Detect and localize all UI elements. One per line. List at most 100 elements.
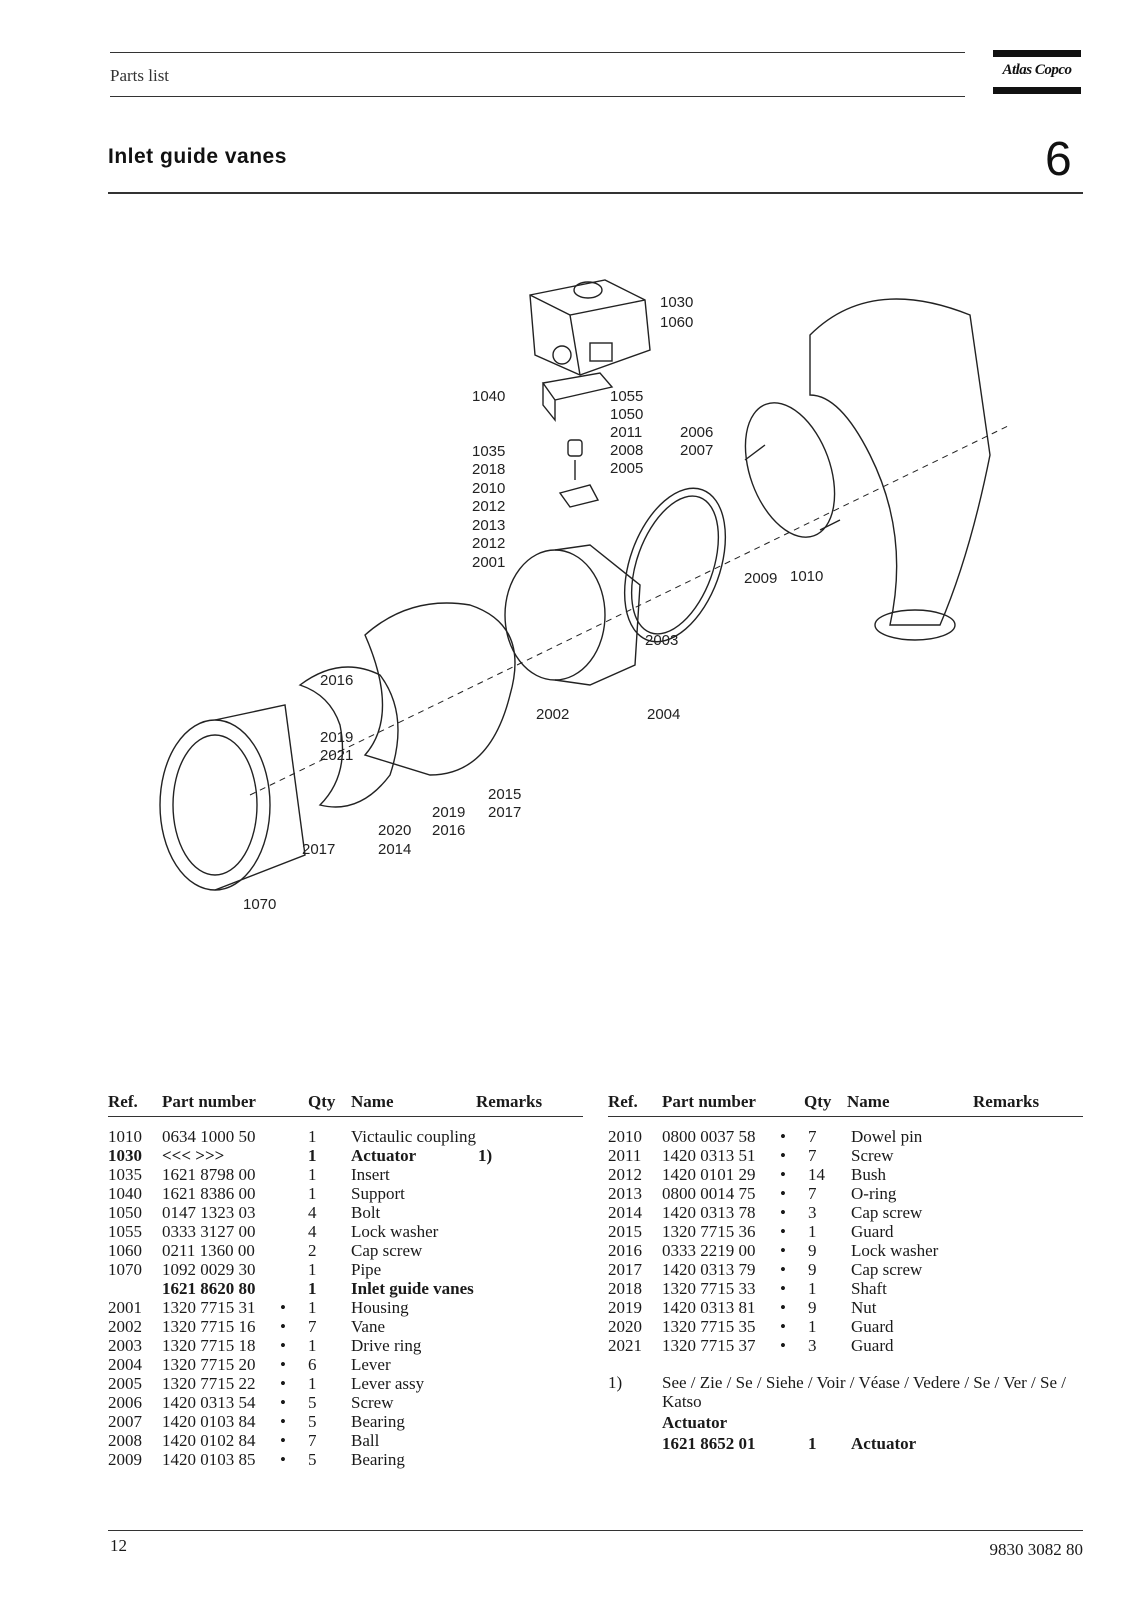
cell-qty: 6 bbox=[308, 1355, 317, 1374]
cell-name: Dowel pin bbox=[851, 1127, 923, 1146]
cell-qty: 7 bbox=[308, 1431, 317, 1450]
cell-qty: 5 bbox=[308, 1393, 317, 1412]
callout: 2014 bbox=[378, 841, 411, 858]
cell-dot: • bbox=[280, 1336, 286, 1355]
cell-qty: 9 bbox=[808, 1241, 817, 1260]
cell-part: 1320 7715 35 bbox=[662, 1317, 756, 1336]
cell-dot: • bbox=[780, 1279, 786, 1298]
cell-name: Guard bbox=[851, 1222, 894, 1241]
cell-name: Lock washer bbox=[351, 1222, 439, 1241]
cell-ref: 2010 bbox=[608, 1127, 642, 1146]
callout: 2010 bbox=[472, 480, 505, 497]
cell-qty: 1 bbox=[308, 1184, 317, 1203]
callout: 2005 bbox=[610, 460, 643, 477]
cell-name: Inlet guide vanes bbox=[351, 1279, 474, 1298]
cell-part: 1320 7715 31 bbox=[162, 1298, 256, 1317]
elbow-pipe-drawing bbox=[809, 298, 991, 626]
cell-name: Victaulic coupling bbox=[351, 1127, 477, 1146]
table-header: Ref. Part number Qty Name Remarks bbox=[608, 1092, 1083, 1117]
support-drawing bbox=[541, 372, 614, 422]
cell-name: Lever bbox=[351, 1355, 391, 1374]
cell-qty: 1 bbox=[808, 1317, 817, 1336]
cell-name: Bolt bbox=[351, 1203, 381, 1222]
callout: 2012 bbox=[472, 498, 505, 515]
cell-part: 0333 2219 00 bbox=[662, 1241, 756, 1260]
title-rule bbox=[108, 192, 1083, 194]
cell-part: 1420 0313 54 bbox=[162, 1393, 256, 1412]
cell-part: 1621 8386 00 bbox=[162, 1184, 256, 1203]
callout: 2013 bbox=[472, 517, 505, 534]
callout: 1070 bbox=[243, 896, 276, 913]
callout: 2011 bbox=[610, 424, 642, 441]
cell-qty: 7 bbox=[808, 1146, 817, 1165]
cell-dot: • bbox=[780, 1127, 786, 1146]
cell-name: Guard bbox=[851, 1336, 894, 1355]
table-row: 2006 1420 0313 54 • 5 Screw bbox=[108, 1393, 583, 1412]
cell-qty: 14 bbox=[808, 1165, 825, 1184]
housing-drawing bbox=[504, 549, 606, 681]
cell-qty: 7 bbox=[808, 1127, 817, 1146]
cell-ref: 2002 bbox=[108, 1317, 142, 1336]
callout: 2019 bbox=[320, 729, 353, 746]
cell-name: Housing bbox=[351, 1298, 409, 1317]
cell-qty: 4 bbox=[308, 1222, 317, 1241]
cell-qty: 1 bbox=[808, 1222, 817, 1241]
cell-ref: 2006 bbox=[108, 1393, 142, 1412]
callout: 2020 bbox=[378, 822, 411, 839]
actuator-drawing bbox=[529, 279, 651, 376]
callout: 2021 bbox=[320, 747, 353, 764]
cell-qty: 1 bbox=[308, 1260, 317, 1279]
cell-ref: 2001 bbox=[108, 1298, 142, 1317]
cell-ref: 2017 bbox=[608, 1260, 642, 1279]
cell-qty: 1 bbox=[308, 1336, 317, 1355]
drive-ring-drawing bbox=[623, 487, 727, 643]
cell-qty: 1 bbox=[308, 1165, 317, 1184]
cell-name: Screw bbox=[351, 1393, 394, 1412]
cell-ref: 2019 bbox=[608, 1298, 642, 1317]
cell-ref: 1040 bbox=[108, 1184, 142, 1203]
cell-part: 0634 1000 50 bbox=[162, 1127, 256, 1146]
callout: 2012 bbox=[472, 535, 505, 552]
cell-qty: 1 bbox=[308, 1146, 317, 1165]
cell-ref: 1070 bbox=[108, 1260, 142, 1279]
section-title: Inlet guide vanes bbox=[108, 145, 287, 168]
cell-dot: • bbox=[280, 1393, 286, 1412]
cell-dot: • bbox=[780, 1184, 786, 1203]
footer-rule bbox=[108, 1530, 1083, 1531]
cell-name: Lever assy bbox=[351, 1374, 425, 1393]
cell-ref: 1030 bbox=[108, 1146, 142, 1165]
cell-dot: • bbox=[780, 1298, 786, 1317]
callout: 2017 bbox=[302, 841, 335, 858]
cell-dot: • bbox=[280, 1431, 286, 1450]
cell-part: 1420 0102 84 bbox=[162, 1431, 256, 1450]
cell-name: Ball bbox=[351, 1431, 380, 1450]
callout: 1035 bbox=[472, 443, 505, 460]
cell-dot: • bbox=[280, 1317, 286, 1336]
cell-dot: • bbox=[780, 1222, 786, 1241]
callout: 2016 bbox=[432, 822, 465, 839]
cell-qty: 3 bbox=[808, 1336, 817, 1355]
cell-qty: 1 bbox=[808, 1279, 817, 1298]
cell-name: Pipe bbox=[351, 1260, 382, 1279]
cell-name: Cap screw bbox=[851, 1203, 923, 1222]
cell-part: 1320 7715 16 bbox=[162, 1317, 256, 1336]
callout: 1040 bbox=[472, 388, 505, 405]
cell-name: Bearing bbox=[351, 1450, 405, 1469]
cell-qty: 5 bbox=[308, 1450, 317, 1469]
cell-part: 1320 7715 20 bbox=[162, 1355, 256, 1374]
page-number: 12 bbox=[110, 1536, 127, 1555]
callout: 2002 bbox=[536, 706, 569, 723]
cell-name: Screw bbox=[851, 1146, 894, 1165]
cell-part: 1320 7715 18 bbox=[162, 1336, 256, 1355]
cell-name: Cap screw bbox=[851, 1260, 923, 1279]
